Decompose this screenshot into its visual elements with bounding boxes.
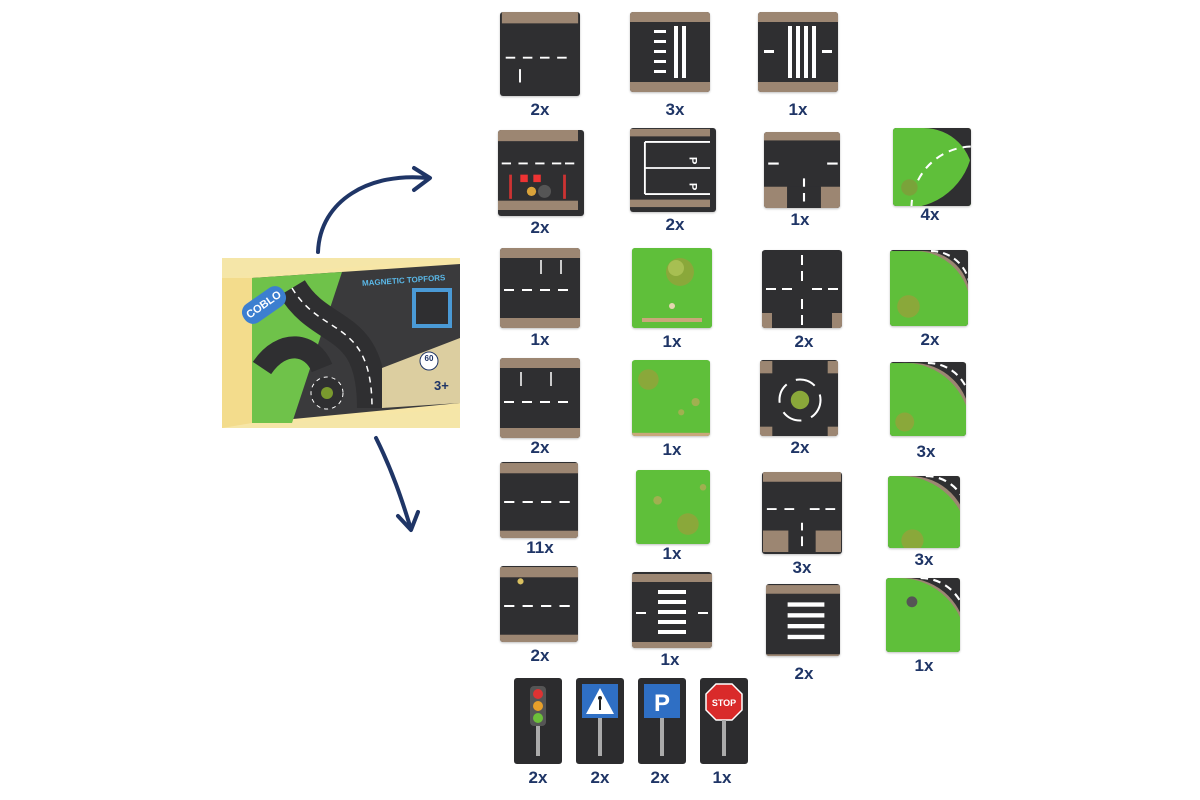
age-badge: 3+ xyxy=(434,378,449,393)
parking-sign-icon: P xyxy=(638,678,686,764)
product-box: COBLO MAGNETIC TOPFORS 60 3+ xyxy=(222,258,460,428)
road-tile-straight-details xyxy=(500,566,578,642)
tile-count: 3x xyxy=(665,100,685,119)
pieces-badge: 60 xyxy=(424,354,434,363)
tile-count: 3x xyxy=(916,442,936,461)
road-tile-t-junction-2 xyxy=(762,472,842,554)
grass-tile-bush xyxy=(632,248,712,328)
road-tile-crosswalk xyxy=(630,12,710,92)
road-tile-straight-lamps xyxy=(500,358,580,438)
road-tile-curve-grass xyxy=(893,128,971,206)
svg-text:P: P xyxy=(687,183,699,191)
road-tile-roundabout xyxy=(760,360,838,436)
sign-count: 2x xyxy=(528,768,548,787)
sign-count: 2x xyxy=(590,768,610,787)
svg-text:STOP: STOP xyxy=(712,698,736,708)
road-tile-t-junction xyxy=(764,132,840,208)
road-tile-curve-grass-2 xyxy=(890,362,966,436)
road-tile-zebra-crossing-2 xyxy=(766,584,840,656)
sign-count: 2x xyxy=(650,768,670,787)
tile-count: 3x xyxy=(792,558,812,577)
road-tile-gas-station xyxy=(498,130,584,216)
tile-count: 1x xyxy=(788,100,808,119)
tile-count: 2x xyxy=(794,332,814,351)
road-tile-zebra-crossing xyxy=(632,572,712,648)
grass-tile-trees xyxy=(632,360,710,436)
tile-count: 1x xyxy=(662,440,682,459)
tile-count: 1x xyxy=(662,544,682,563)
tile-count: 2x xyxy=(790,438,810,457)
tile-count: 2x xyxy=(530,646,550,665)
road-tile-crosswalk-alt xyxy=(758,12,838,92)
arrow-down-icon xyxy=(374,436,412,528)
road-tile-curve-grass-bush xyxy=(890,250,968,326)
road-tile-straight-brick-top xyxy=(500,12,580,96)
grass-tile-flowers xyxy=(636,470,710,544)
road-tile-straight xyxy=(500,462,578,538)
tile-count: 2x xyxy=(530,218,550,237)
sign-count: 1x xyxy=(712,768,732,787)
road-tile-crossroads xyxy=(762,250,842,328)
arrow-up-icon xyxy=(316,175,430,254)
svg-text:P: P xyxy=(687,157,699,165)
pedestrian-crossing-sign-icon xyxy=(576,678,624,764)
tile-count: 1x xyxy=(530,330,550,349)
tile-count: 2x xyxy=(920,330,940,349)
tile-count: 1x xyxy=(914,656,934,675)
tile-count: 1x xyxy=(660,650,680,669)
tile-count: 2x xyxy=(530,438,550,457)
tile-count: 2x xyxy=(665,215,685,234)
tile-count: 3x xyxy=(914,550,934,569)
tile-count: 2x xyxy=(530,100,550,119)
stop-sign-icon: STOP xyxy=(700,678,748,764)
tile-count: 11x xyxy=(526,538,554,557)
tile-count: 1x xyxy=(790,210,810,229)
road-tile-curve-grass-3 xyxy=(888,476,960,548)
tile-count: 1x xyxy=(662,332,682,351)
tile-count: 4x xyxy=(920,205,940,224)
svg-text:P: P xyxy=(654,690,670,717)
road-tile-straight-streetlights xyxy=(500,248,580,328)
road-tile-curve-grass-4 xyxy=(886,578,960,652)
traffic-light-icon xyxy=(514,678,562,764)
tile-count: 2x xyxy=(794,664,814,683)
